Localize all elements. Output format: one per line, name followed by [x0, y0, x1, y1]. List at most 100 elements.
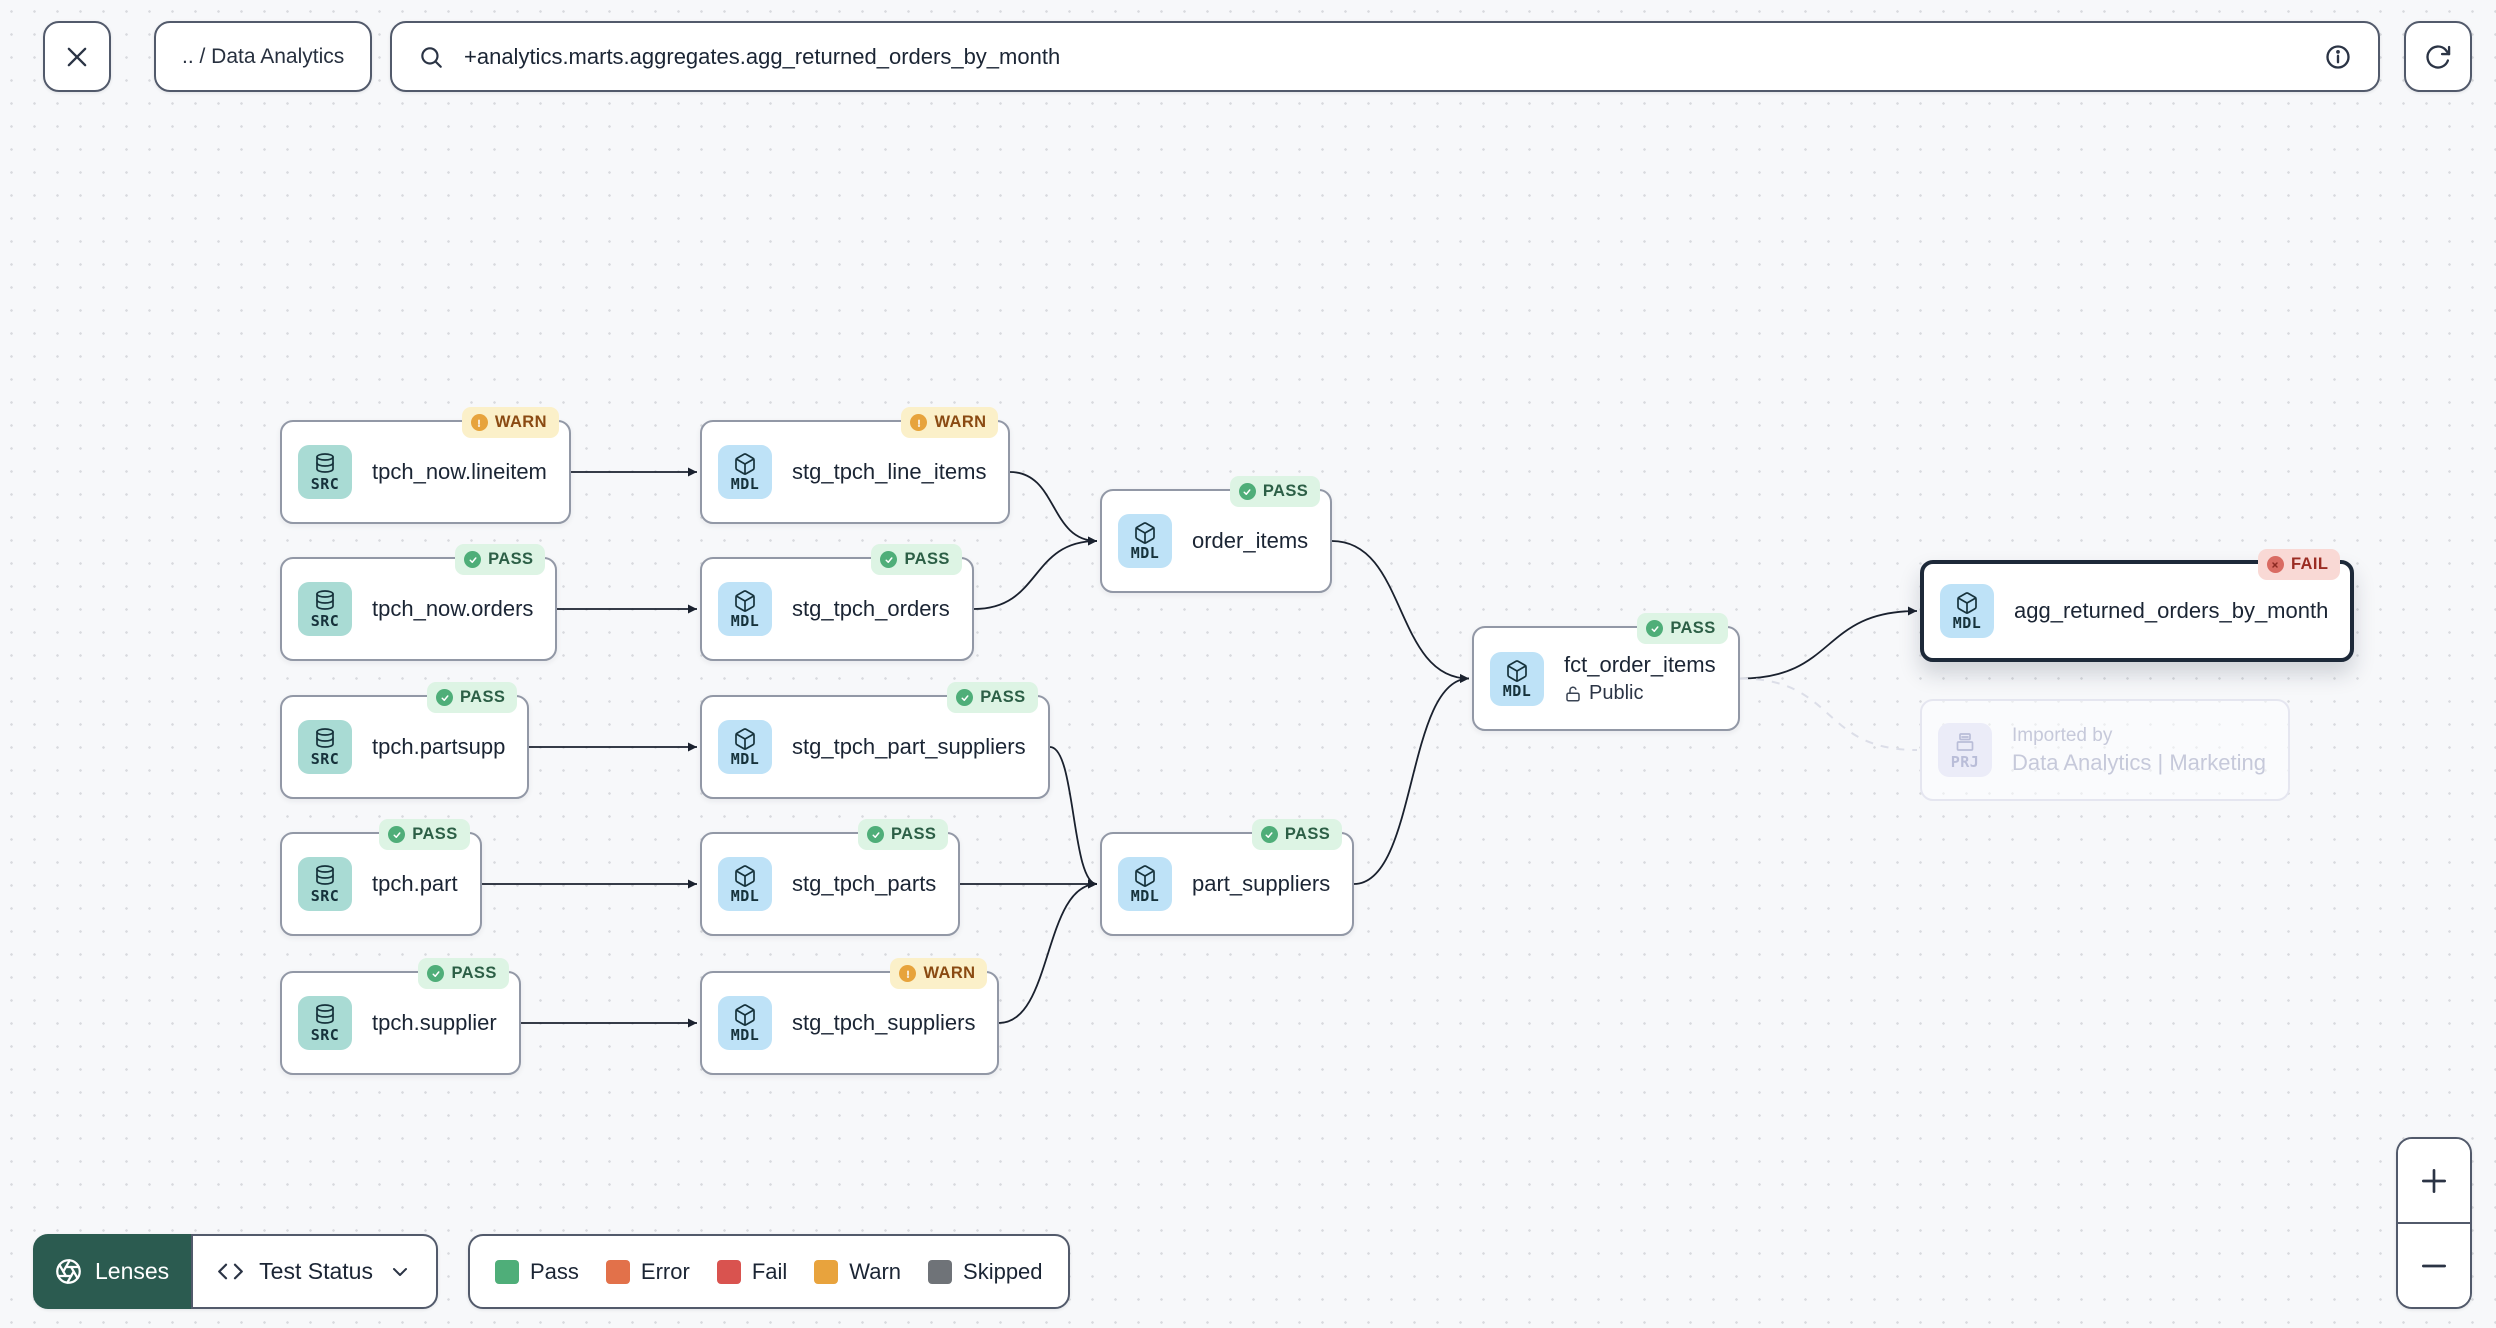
- exclaim: [917, 419, 921, 427]
- cube-icon: [735, 1004, 755, 1026]
- status-badge-warn: WARN: [901, 407, 999, 438]
- refresh-icon: [2426, 44, 2451, 69]
- node-type-chip: MDL: [1118, 857, 1172, 911]
- graph-node-stg_tpch_line_items[interactable]: MDL stg_tpch_line_items WARN: [700, 407, 1011, 524]
- unlock-icon: [1566, 686, 1580, 701]
- info-icon[interactable]: [2324, 43, 2352, 71]
- legend-label: Error: [640, 1258, 690, 1284]
- lineage-edge: [1353, 674, 1470, 885]
- graph-node-order_items[interactable]: MDL order_items PASS: [1100, 476, 1333, 593]
- legend-label: Warn: [849, 1258, 902, 1284]
- node-type-label: SRC: [310, 1026, 340, 1044]
- legend-swatch: [814, 1259, 839, 1284]
- database-icon: [316, 728, 334, 748]
- node-type-chip: MDL: [1940, 584, 1994, 638]
- graph-node-tpch_now_orders[interactable]: SRC tpch_now.orders PASS: [280, 544, 558, 661]
- graph-node-fct_order_items[interactable]: MDL fct_order_items Public PASS: [1472, 613, 1740, 731]
- minus-icon: [2422, 1264, 2446, 1267]
- graph-node-agg_returned_orders_by_month[interactable]: MDL agg_returned_orders_by_month FAIL: [1920, 549, 2355, 662]
- legend-label: Pass: [530, 1258, 579, 1284]
- graph-node-tpch_now_lineitem[interactable]: SRC tpch_now.lineitem WARN: [280, 407, 571, 524]
- node-type-label: MDL: [730, 475, 760, 493]
- lens-selector[interactable]: Test Status: [191, 1234, 438, 1309]
- legend-label: Fail: [751, 1258, 788, 1284]
- plus-icon: [2422, 1168, 2446, 1193]
- node-type-chip: MDL: [718, 857, 772, 911]
- search-box: [390, 21, 2380, 92]
- node-type-chip: PRJ: [1938, 723, 1992, 777]
- node-type-chip: SRC: [298, 582, 352, 636]
- graph-node-stg_tpch_parts[interactable]: MDL stg_tpch_parts PASS: [700, 819, 961, 936]
- node-type-chip: MDL: [718, 996, 772, 1050]
- cube-icon: [1135, 865, 1155, 887]
- legend-label: Skipped: [963, 1258, 1043, 1284]
- legend-item-fail: Fail: [716, 1258, 788, 1285]
- graph-node-part_suppliers[interactable]: MDL part_suppliers PASS: [1100, 819, 1355, 936]
- status-badge-pass: PASS: [1229, 476, 1321, 507]
- status-badge-pass: PASS: [1637, 613, 1728, 644]
- node-type-label: MDL: [1130, 544, 1160, 562]
- status-badge-pass: PASS: [858, 819, 949, 850]
- refresh-button[interactable]: [2404, 21, 2472, 92]
- node-label: tpch.supplier: [372, 1010, 497, 1035]
- node-type-chip: MDL: [718, 582, 772, 636]
- node-type-label: SRC: [310, 612, 340, 630]
- node-type-chip: MDL: [718, 720, 772, 774]
- close-button[interactable]: [43, 21, 111, 92]
- graph-node-stg_tpch_part_suppliers[interactable]: MDL stg_tpch_part_suppliers PASS: [700, 682, 1050, 799]
- lens-selector-label: Test Status: [259, 1258, 373, 1284]
- status-badge-pass: PASS: [947, 682, 1038, 713]
- cube-icon: [1507, 659, 1527, 682]
- check: [1243, 488, 1251, 495]
- lineage-edge: [1739, 606, 1918, 680]
- node-type-label: MDL: [730, 887, 760, 905]
- check: [393, 831, 401, 838]
- legend-swatch: [928, 1259, 953, 1284]
- cube-icon: [735, 453, 755, 475]
- zoom-in-button[interactable]: [2398, 1139, 2470, 1222]
- cube-icon: [735, 865, 755, 887]
- lenses-button-label: Lenses: [95, 1258, 170, 1284]
- graph-node-tpch_partsupp[interactable]: SRC tpch.partsupp PASS: [280, 682, 530, 799]
- node-type-chip: SRC: [298, 720, 352, 774]
- zoom-out-button[interactable]: [2398, 1222, 2470, 1307]
- check: [469, 556, 477, 563]
- search-input[interactable]: [462, 42, 2306, 71]
- graph-node-stg_tpch_suppliers[interactable]: MDL stg_tpch_suppliers WARN: [700, 958, 1000, 1075]
- node-type-chip: MDL: [1118, 514, 1172, 568]
- search-icon: [421, 46, 442, 68]
- cube-icon: [1957, 592, 1977, 614]
- node-type-chip: SRC: [298, 996, 352, 1050]
- cube-icon: [735, 590, 755, 612]
- breadcrumb-label: .. / Data Analytics: [182, 44, 345, 68]
- node-label: stg_tpch_orders: [792, 596, 950, 621]
- lenses-button[interactable]: Lenses: [33, 1234, 192, 1309]
- database-icon: [316, 590, 334, 610]
- status-badge-pass: PASS: [427, 682, 518, 713]
- status-badge-warn: WARN: [890, 958, 988, 989]
- node-label: tpch.partsupp: [372, 734, 506, 759]
- cross: [2272, 561, 2279, 568]
- status-badge-warn: WARN: [461, 407, 559, 438]
- graph-node-imported_by[interactable]: PRJ Imported by Data Analytics | Marketi…: [1920, 699, 2290, 801]
- cube-icon: [1135, 522, 1155, 544]
- legend-swatch: [495, 1259, 519, 1284]
- status-badge-pass: PASS: [379, 819, 470, 850]
- status-badge-pass: PASS: [871, 544, 962, 575]
- node-access-label: Public: [1564, 682, 1716, 705]
- node-label: stg_tpch_part_suppliers: [792, 734, 1026, 759]
- exclaim: [478, 419, 481, 427]
- node-label: agg_returned_orders_by_month: [2014, 598, 2329, 623]
- lineage-edge: [1049, 746, 1098, 889]
- status-badge-pass: PASS: [1251, 819, 1343, 850]
- graph-node-tpch_supplier[interactable]: SRC tpch.supplier PASS: [280, 958, 521, 1075]
- graph-node-tpch_part[interactable]: SRC tpch.part PASS: [280, 819, 482, 936]
- node-label: Data Analytics | Marketing: [2012, 749, 2266, 775]
- graph-node-stg_tpch_orders[interactable]: MDL stg_tpch_orders PASS: [700, 544, 974, 661]
- lineage-edge: [1331, 540, 1470, 683]
- database-icon: [316, 865, 334, 885]
- check: [441, 694, 448, 701]
- breadcrumb[interactable]: .. / Data Analytics: [154, 21, 373, 92]
- chevron-down-icon: [392, 1267, 407, 1276]
